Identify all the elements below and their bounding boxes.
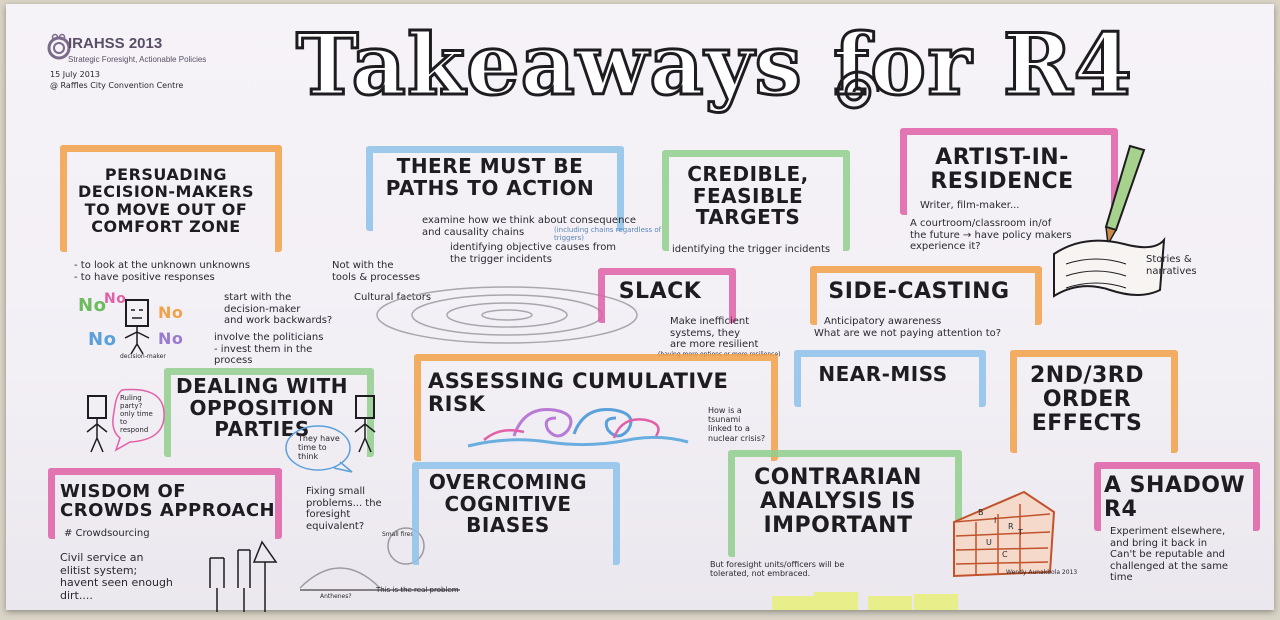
slack-heading: SLACK bbox=[618, 279, 702, 304]
sticky-note bbox=[868, 596, 912, 610]
paths-note-1-aside: (including chains regardless of triggers… bbox=[554, 226, 662, 243]
opposition-figure-right-icon bbox=[354, 395, 376, 453]
artist-signature: Wendy Aunakbola 2013 bbox=[1006, 569, 1078, 576]
title-swirl-icon bbox=[836, 70, 880, 110]
note-tools: Not with the tools & processes bbox=[332, 260, 421, 283]
shadow-note: Experiment elsewhere, and bring it back … bbox=[1110, 526, 1229, 583]
wisdom-note: Civil service an elitist system; havent … bbox=[60, 551, 173, 602]
wave-icon bbox=[467, 408, 689, 448]
assessing-note: How is a tsunami linked to a nuclear cri… bbox=[708, 406, 766, 443]
whiteboard: IRAHSS 2013 Strategic Foresight, Actiona… bbox=[6, 4, 1274, 612]
shadow-bracket bbox=[1094, 462, 1260, 531]
event-date: 15 July 2013 bbox=[50, 70, 101, 79]
artist-note: A courtroom/classroom in/of the future →… bbox=[910, 218, 1072, 252]
no-word-pink: No bbox=[104, 291, 127, 307]
decision-maker-caption: decision-maker bbox=[120, 353, 166, 360]
paths-note-2: identifying objective causes from the tr… bbox=[450, 242, 617, 265]
credible-bracket bbox=[662, 150, 850, 251]
persuading-bracket bbox=[60, 145, 282, 252]
assessing-heading: ASSESSING CUMULATIVE RISK bbox=[428, 369, 729, 416]
fixing-note: Fixing small problems... the foresight e… bbox=[306, 486, 382, 532]
note-politicians: involve the politicians - invest them in… bbox=[214, 332, 324, 366]
crowd-figures-icon bbox=[209, 540, 278, 612]
order-effects-heading: 2ND/3RD ORDER EFFECTS bbox=[1029, 363, 1145, 436]
wisdom-heading: WISDOM OF CROWDS APPROACH bbox=[60, 481, 276, 522]
artist-bracket bbox=[900, 128, 1118, 215]
no-word-green: No bbox=[78, 295, 107, 316]
logo-tagline: Strategic Foresight, Actionable Policies bbox=[68, 55, 207, 64]
contrarian-note: But foresight units/officers will be tol… bbox=[710, 560, 845, 579]
brick-letter-5: U bbox=[986, 538, 992, 547]
brick-letter-3: R bbox=[1008, 522, 1014, 531]
paths-note-1: examine how we think about consequence a… bbox=[422, 215, 637, 238]
assessing-bracket bbox=[414, 354, 778, 461]
logo-text: IRAHSS 2013 bbox=[68, 35, 163, 52]
real-problem-label: This is the real problem bbox=[376, 586, 459, 594]
no-word-orange: No bbox=[158, 303, 184, 322]
sticky-note bbox=[772, 596, 816, 610]
side-casting-note-1: Anticipatory awareness bbox=[824, 316, 942, 327]
bubble-right-text: They have time to think bbox=[298, 434, 340, 462]
credible-heading: CREDIBLE, FEASIBLE TARGETS bbox=[687, 162, 809, 230]
brick-letter-4: T bbox=[1018, 528, 1023, 537]
opposition-heading: DEALING WITH OPPOSITION PARTIES bbox=[176, 374, 348, 442]
cognitive-bracket bbox=[412, 462, 620, 565]
side-casting-note-2: What are we not paying attention to? bbox=[814, 328, 1002, 339]
brick-letter-6: C bbox=[1002, 550, 1008, 559]
artist-sub: Writer, film-maker... bbox=[920, 200, 1020, 211]
cognitive-heading: OVERCOMING COGNITIVE BIASES bbox=[428, 470, 588, 538]
artist-scroll-note: Stories & narratives bbox=[1146, 254, 1197, 277]
hill-sketch-icon bbox=[299, 527, 460, 591]
small-fires-label: Small fires bbox=[382, 531, 414, 538]
speech-bubble-right-icon bbox=[285, 425, 353, 473]
sticky-note bbox=[814, 592, 858, 610]
note-start: start with the decision-maker and work b… bbox=[224, 292, 333, 326]
pen-and-scroll-icon bbox=[1053, 144, 1166, 298]
wisdom-bracket bbox=[48, 468, 282, 539]
page-title: Takeaways for R4 bbox=[295, 15, 1134, 114]
anthenes-label: Anthenes? bbox=[320, 593, 352, 600]
bubble-left-text: Ruling party? only time to respond bbox=[120, 394, 153, 435]
no-word-blue: No bbox=[88, 329, 117, 350]
shadow-heading: A SHADOW R4 bbox=[1104, 473, 1246, 522]
brick-letter-2: I bbox=[994, 516, 997, 525]
slack-bracket bbox=[598, 268, 736, 323]
decision-maker-figure-icon bbox=[124, 299, 150, 355]
ripples-icon bbox=[376, 286, 638, 344]
credible-note: identifying the trigger incidents bbox=[672, 244, 831, 255]
paths-bracket bbox=[366, 146, 624, 231]
brick-wall-icon bbox=[953, 490, 1056, 578]
event-venue: @ Raffles City Convention Centre bbox=[50, 81, 184, 90]
opposition-bracket bbox=[164, 368, 374, 457]
sticky-note bbox=[914, 594, 958, 610]
wisdom-hashtag: # Crowdsourcing bbox=[64, 528, 150, 539]
persuading-notes: - to look at the unknown unknowns - to h… bbox=[74, 260, 251, 283]
order-effects-bracket bbox=[1010, 350, 1178, 453]
opposition-figure-left-icon bbox=[86, 395, 108, 453]
persuading-heading: PERSUADING DECISION-MAKERS TO MOVE OUT O… bbox=[78, 165, 254, 236]
contrarian-bracket bbox=[728, 450, 962, 557]
artist-heading: ARTIST-IN- RESIDENCE bbox=[930, 145, 1074, 194]
no-word-purple: No bbox=[158, 329, 184, 348]
side-casting-heading: SIDE-CASTING bbox=[828, 279, 1010, 304]
logo-swirl-icon bbox=[47, 33, 71, 60]
slack-note: Make inefficient systems, they are more … bbox=[670, 316, 759, 350]
note-cultural: Cultural factors bbox=[354, 292, 432, 303]
near-miss-heading: NEAR-MISS bbox=[818, 362, 948, 386]
speech-bubble-left-icon bbox=[112, 388, 165, 452]
contrarian-heading: CONTRARIAN ANALYSIS IS IMPORTANT bbox=[754, 465, 922, 538]
brick-letter-1: B bbox=[978, 508, 984, 517]
near-miss-bracket bbox=[794, 350, 986, 407]
paths-heading: THERE MUST BE PATHS TO ACTION bbox=[385, 154, 595, 200]
side-casting-bracket bbox=[810, 266, 1042, 325]
